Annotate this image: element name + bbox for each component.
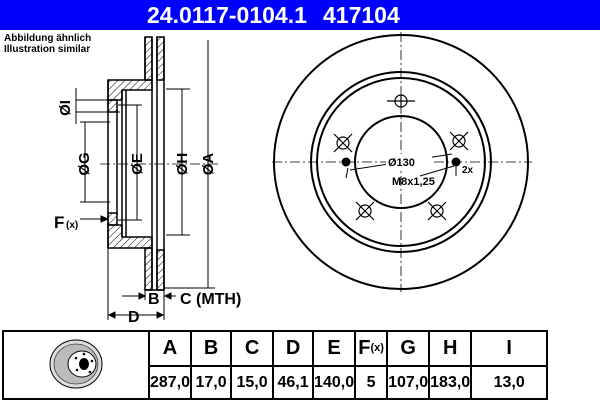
col-header-H: H: [428, 329, 473, 368]
side-labels: ØI ØG ØE ØH ØA F (x) B C (MTH) D: [54, 100, 241, 326]
value-F: 5: [354, 365, 389, 400]
col-header-B: B: [190, 329, 233, 368]
ate-number: 417104: [323, 2, 400, 28]
label-dim-D: D: [128, 309, 140, 326]
value-A: 287,0: [147, 365, 193, 400]
col-header-F: F(x): [354, 329, 389, 368]
col-header-D: D: [272, 329, 315, 368]
bolt-circle-label: Ø130: [388, 157, 415, 169]
side-section-view: [100, 36, 218, 291]
label-dim-F: F: [54, 213, 64, 232]
value-G: 107,0: [386, 365, 431, 400]
title-bar: 24.0117-0104.1 417104: [0, 0, 600, 30]
label-dim-I: ØI: [57, 100, 74, 116]
part-number: 24.0117-0104.1: [147, 2, 307, 28]
side-dimensions: [75, 40, 215, 320]
col-header-E: E: [312, 329, 357, 368]
label-dim-A: ØA: [200, 153, 217, 176]
label-dim-F-sub: (x): [66, 220, 78, 231]
thread-label: M8x1,25: [392, 176, 435, 188]
value-H: 183,0: [428, 365, 473, 400]
technical-drawing: ØI ØG ØE ØH ØA F (x) B C (MTH) D: [54, 32, 532, 326]
label-dim-G: ØG: [76, 152, 93, 175]
col-header-I: I: [470, 329, 549, 368]
value-D: 46,1: [272, 365, 315, 400]
value-I: 13,0: [470, 365, 549, 400]
front-view: [272, 32, 532, 292]
note-german: Abbildung ähnlich: [4, 33, 92, 44]
label-dim-C: C (MTH): [180, 291, 241, 308]
value-B: 17,0: [190, 365, 233, 400]
value-C: 15,0: [230, 365, 275, 400]
col-header-G: G: [386, 329, 431, 368]
note-english: Illustration similar: [4, 44, 91, 55]
value-E: 140,0: [312, 365, 357, 400]
illustration-note: Abbildung ähnlich Illustration similar: [4, 33, 91, 55]
label-dim-E: ØE: [129, 153, 146, 175]
col-header-A: A: [147, 329, 193, 368]
dimension-table: A B C D E F(x) G H I 287,0 17,0 15,0 46,…: [2, 329, 549, 400]
brake-disc-icon: [49, 339, 103, 389]
disc-thumbnail: [2, 330, 150, 400]
label-dim-B: B: [148, 291, 160, 308]
front-labels: Ø130 M8x1,25 2x: [386, 154, 474, 188]
col-header-C: C: [230, 329, 275, 368]
label-dim-H: ØH: [174, 153, 191, 176]
col-header-F-label: F: [358, 337, 371, 359]
thread-count-label: 2x: [462, 165, 474, 176]
col-header-F-sub: (x): [370, 342, 384, 354]
